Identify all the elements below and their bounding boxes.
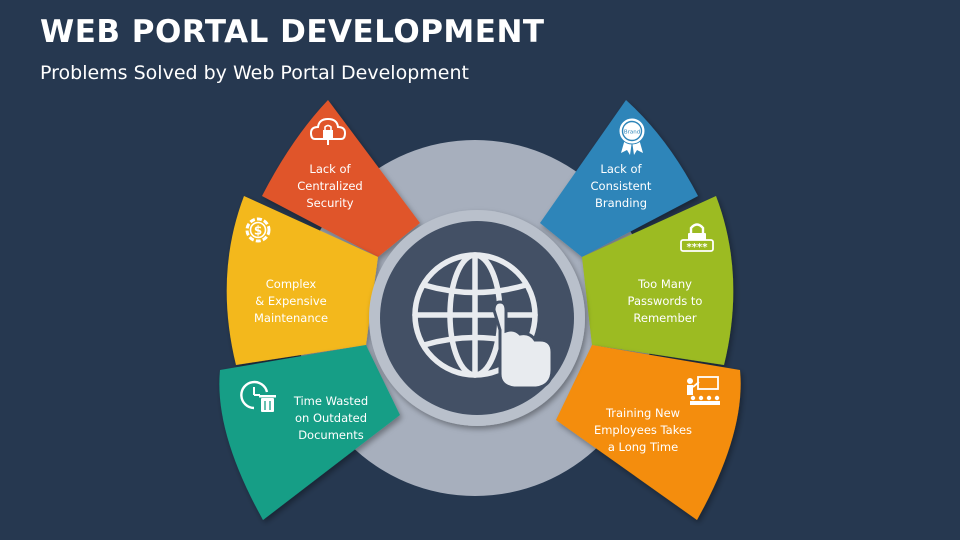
segment-security bbox=[262, 100, 420, 257]
label-passwords: Too Many Passwords to Remember bbox=[628, 277, 703, 325]
label-outdated-docs-line-3: Documents bbox=[298, 428, 364, 442]
label-passwords-line-3: Remember bbox=[633, 311, 696, 325]
label-security-line-2: Centralized bbox=[297, 179, 362, 193]
cloud-lock-icon bbox=[309, 117, 347, 145]
segment-training bbox=[556, 345, 741, 520]
label-branding-line-3: Branding bbox=[595, 196, 647, 210]
label-branding: Lack of Consistent Branding bbox=[591, 162, 652, 210]
segment-training-shape bbox=[556, 345, 741, 520]
brand-badge-text: Brand bbox=[624, 130, 640, 136]
page-subtitle: Problems Solved by Web Portal Developmen… bbox=[40, 62, 469, 84]
clock-document-icon bbox=[240, 380, 276, 412]
label-security-line-1: Lack of bbox=[309, 162, 351, 176]
label-training-line-1: Training New bbox=[605, 406, 680, 420]
password-lock-icon: **** bbox=[680, 223, 714, 253]
label-maintenance-line-2: & Expensive bbox=[255, 294, 326, 308]
label-outdated-docs-line-1: Time Wasted bbox=[293, 394, 368, 408]
label-maintenance-line-1: Complex bbox=[266, 277, 317, 291]
segment-branding-shape bbox=[540, 100, 698, 257]
brand-badge-icon: Brand bbox=[618, 117, 646, 155]
label-security-line-3: Security bbox=[306, 196, 353, 210]
page-title: WEB PORTAL DEVELOPMENT bbox=[40, 14, 545, 50]
label-security: Lack of Centralized Security bbox=[297, 162, 362, 210]
password-mask-text: **** bbox=[687, 242, 709, 253]
label-branding-line-1: Lack of bbox=[600, 162, 642, 176]
dollar-gear-icon: $ bbox=[245, 217, 271, 243]
segment-branding bbox=[540, 100, 698, 257]
pointing-hand-icon bbox=[492, 300, 554, 390]
label-training-line-3: a Long Time bbox=[608, 440, 678, 454]
presentation-icon bbox=[687, 376, 720, 405]
segment-security-shape bbox=[262, 100, 420, 257]
label-maintenance: Complex & Expensive Maintenance bbox=[254, 277, 328, 325]
label-training-line-2: Employees Takes bbox=[594, 423, 692, 437]
label-branding-line-2: Consistent bbox=[591, 179, 652, 193]
label-passwords-line-1: Too Many bbox=[637, 277, 692, 291]
label-outdated-docs-line-2: on Outdated bbox=[295, 411, 367, 425]
label-outdated-docs: Time Wasted on Outdated Documents bbox=[293, 394, 368, 442]
label-training: Training New Employees Takes a Long Time bbox=[594, 406, 692, 454]
label-passwords-line-2: Passwords to bbox=[628, 294, 703, 308]
label-maintenance-line-3: Maintenance bbox=[254, 311, 328, 325]
svg-text:$: $ bbox=[254, 224, 262, 238]
